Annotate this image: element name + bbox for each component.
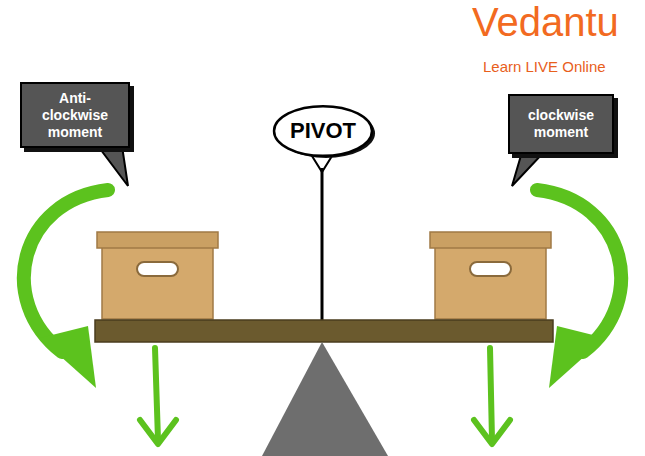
pivot-pointer <box>321 168 324 326</box>
fulcrum <box>262 342 388 456</box>
callout-text: PIVOT <box>290 118 356 144</box>
callout-text: clockwise moment <box>516 107 606 141</box>
weight-arrow <box>490 348 492 440</box>
pivot-callout: PIVOT <box>272 104 374 158</box>
beam <box>95 320 553 342</box>
callout-tail <box>98 146 128 186</box>
logo-text: Vedantu <box>472 0 619 45</box>
callout-tail <box>512 152 544 186</box>
arrow-head <box>549 326 605 388</box>
arrow-head <box>40 326 96 388</box>
arrow-head <box>140 420 176 444</box>
logo-tagline: Learn LIVE Online <box>483 58 606 75</box>
cardboard-box <box>97 232 218 319</box>
callout-text: Anti-clockwise moment <box>28 90 122 140</box>
callout-box: Anti-clockwise moment <box>20 82 130 148</box>
weight-arrow <box>155 348 158 440</box>
arrow-head <box>474 420 510 444</box>
cardboard-box <box>430 232 551 319</box>
callout-box: clockwise moment <box>508 94 614 154</box>
